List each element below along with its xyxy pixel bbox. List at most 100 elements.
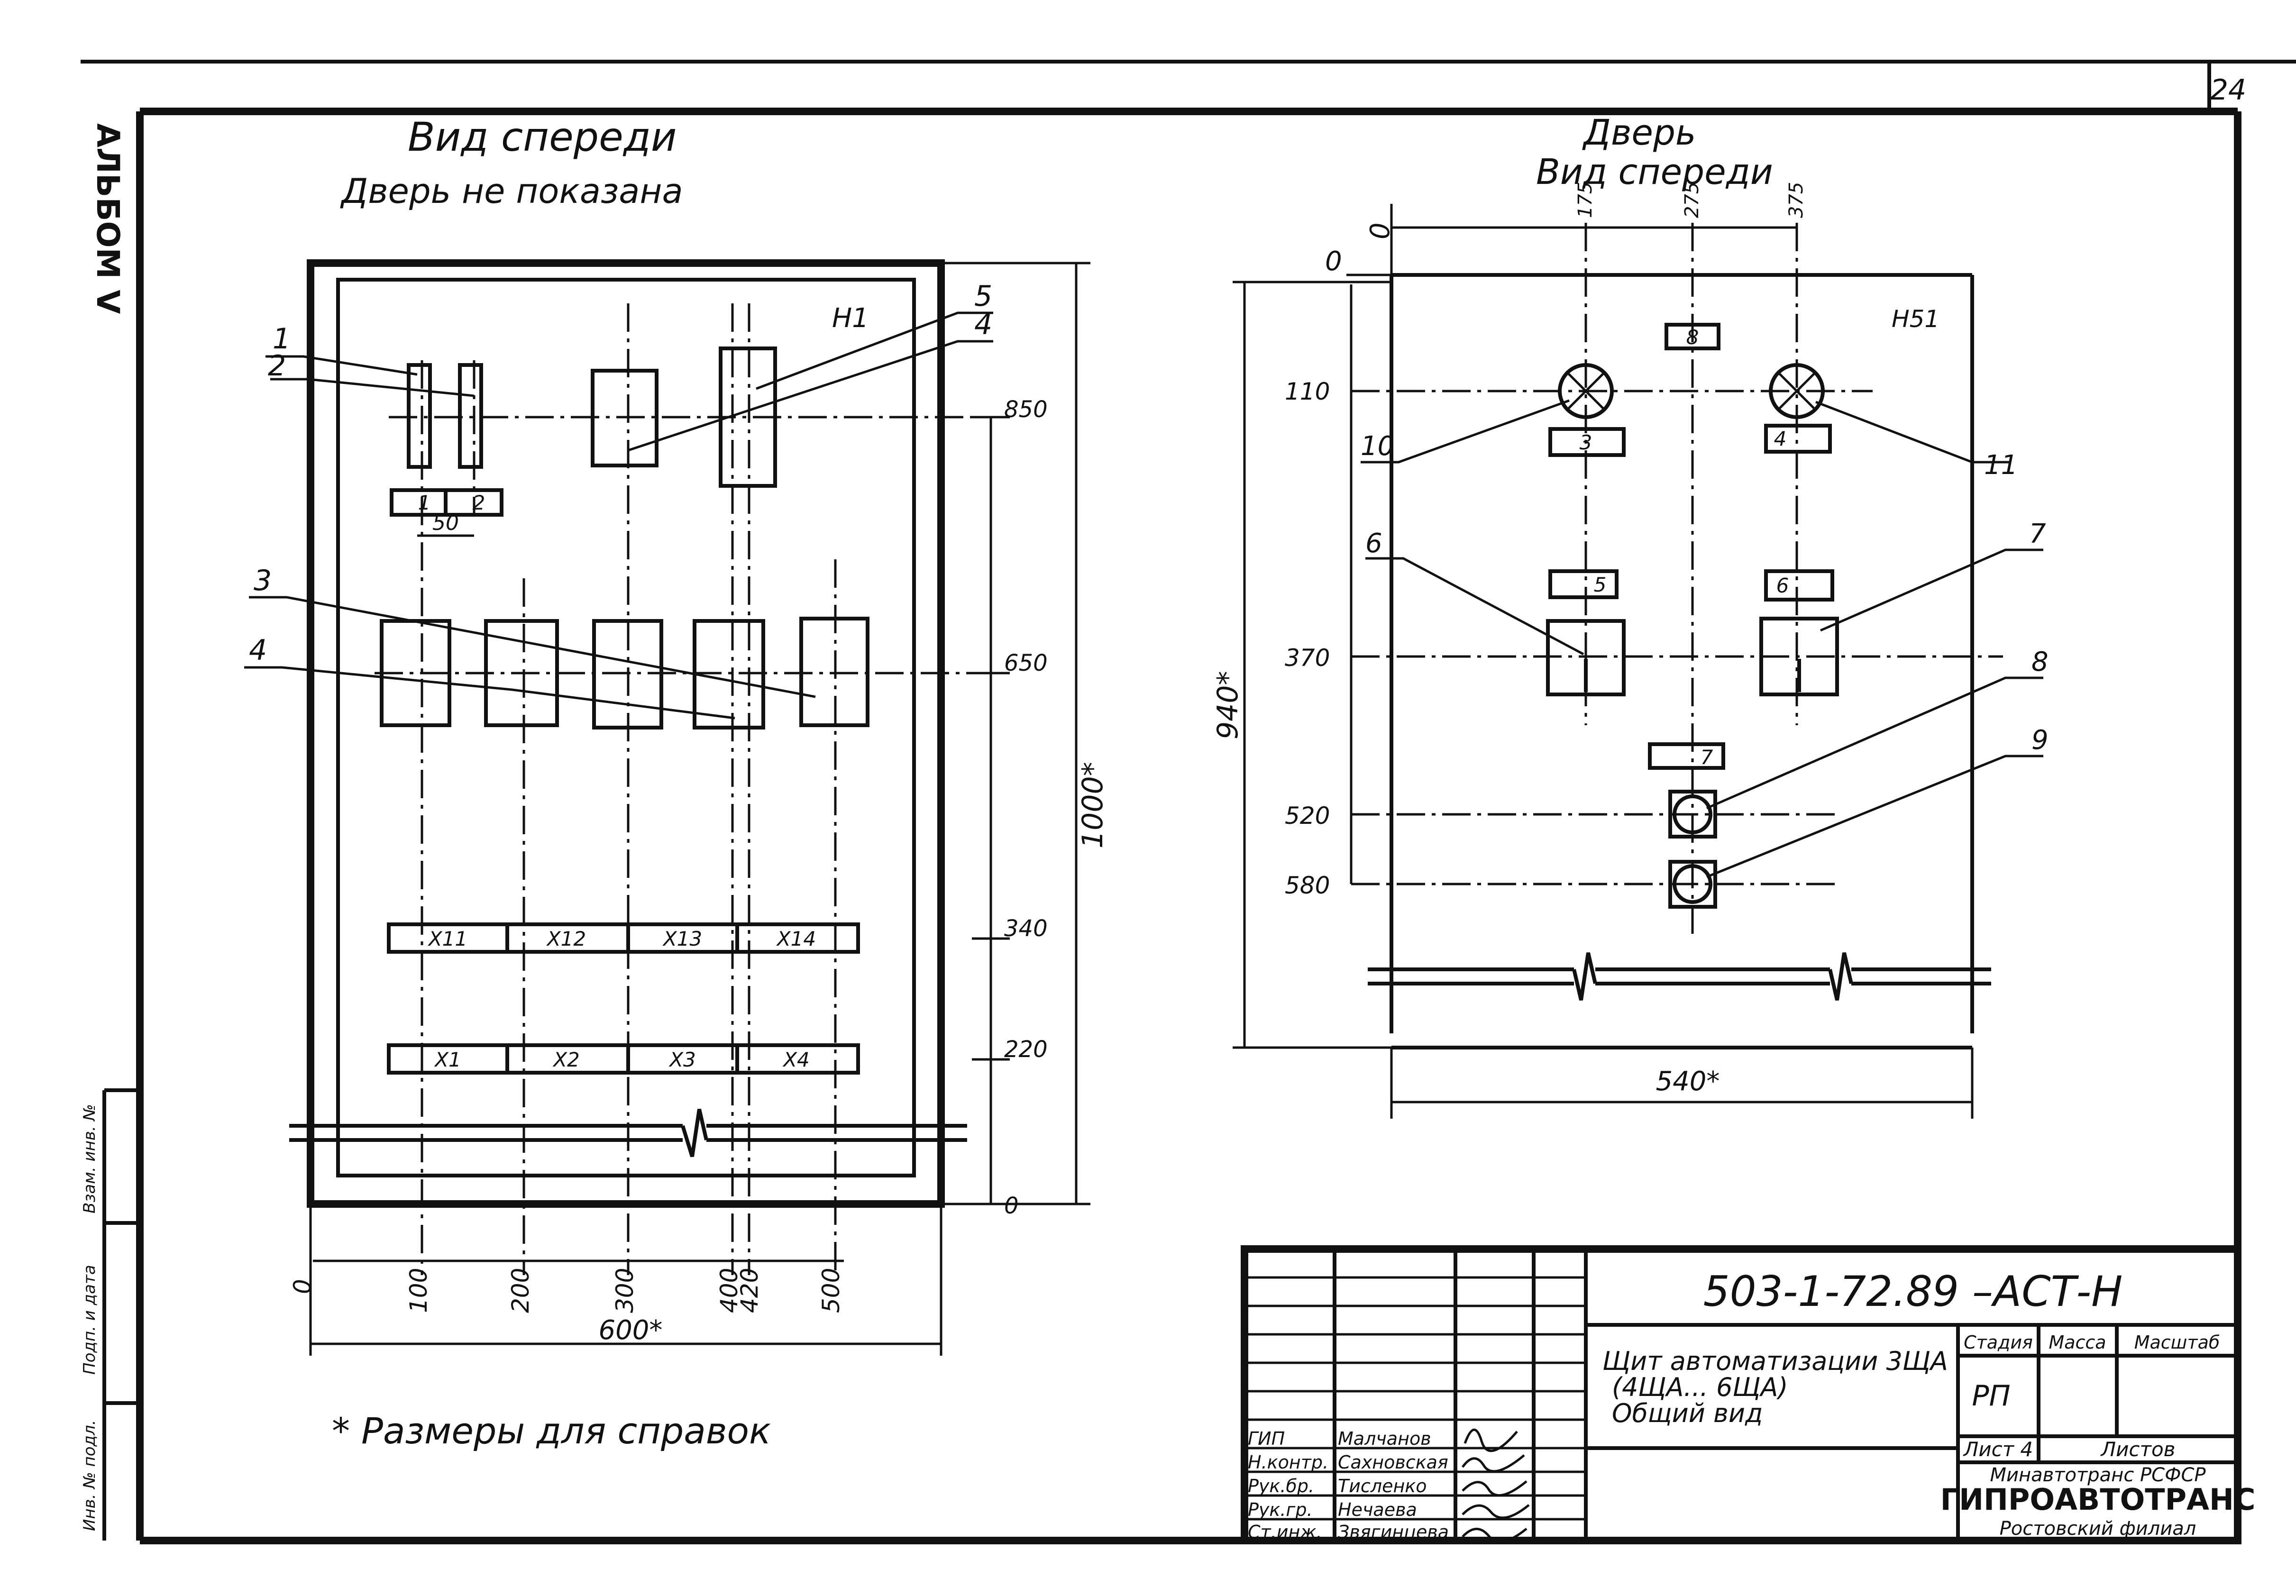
- leader-4: [244, 666, 735, 720]
- signature-4: [1462, 1504, 1530, 1519]
- strip-field-1: Взам. инв. №: [80, 1104, 99, 1213]
- role-rukbr: Рук.бр.: [1248, 1476, 1314, 1496]
- small-label-1: 1: [418, 491, 431, 514]
- sheet-number: 24: [2210, 73, 2246, 107]
- door-label-3: [1548, 427, 1626, 457]
- device-2: [458, 363, 483, 469]
- dim-850: 850: [1004, 396, 1048, 423]
- right-panel-code: Н51: [1892, 305, 1939, 333]
- break-zigzag-1: [681, 1109, 708, 1158]
- head-mass: Масса: [2049, 1332, 2106, 1353]
- door-label-7: [1648, 742, 1725, 770]
- terminal-x4: Х4: [782, 1048, 810, 1071]
- dim-220: 220: [1004, 1036, 1048, 1063]
- door-dim-580: 580: [1285, 872, 1330, 899]
- lamp-10: [1558, 363, 1614, 419]
- terminal-x2: Х2: [552, 1048, 580, 1071]
- right-view-title: Дверь: [1582, 112, 1696, 153]
- left-view: Вид спереди Дверь не показана Н1 1 2: [244, 114, 1109, 1452]
- door-dim-370: 370: [1285, 644, 1330, 672]
- button-8: [1668, 790, 1717, 839]
- door-dim-275: 275: [1681, 182, 1703, 218]
- door-dim-175: 175: [1574, 182, 1596, 218]
- leader-8: [1706, 676, 2043, 810]
- org-line-2: ГИПРОАВТОТРАНС: [1940, 1482, 2256, 1517]
- callout-10: 10: [1361, 431, 1394, 462]
- door-label-5-text: 5: [1594, 573, 1607, 596]
- leader-7: [1820, 548, 2043, 632]
- device-5: [719, 347, 777, 488]
- right-view-subtitle: Вид спереди: [1536, 152, 1773, 192]
- sheets-label: Листов: [2100, 1438, 2176, 1461]
- door-label-8: [1665, 323, 1720, 350]
- door-dim-520: 520: [1285, 802, 1330, 830]
- callout-2: 2: [268, 349, 286, 383]
- door-label-6: [1764, 569, 1834, 602]
- terminal-x3: Х3: [668, 1048, 696, 1071]
- door-label-4: [1764, 424, 1832, 454]
- callout-6: 6: [1365, 528, 1382, 559]
- dim-650: 650: [1004, 650, 1048, 676]
- callout-5: 5: [974, 280, 992, 313]
- doc-title-3: Общий вид: [1612, 1398, 1763, 1428]
- dim-340: 340: [1004, 915, 1048, 942]
- leader-1: [265, 355, 418, 376]
- doc-title-2: (4ЩА... 6ЩА): [1612, 1372, 1788, 1402]
- signature-1: [1464, 1428, 1518, 1452]
- cabinet-inner: [336, 278, 916, 1177]
- leader-9: [1706, 755, 2043, 878]
- head-scale: Масштаб: [2134, 1332, 2220, 1353]
- door-break-zig-2: [1828, 952, 1853, 1001]
- left-panel-code: Н1: [832, 303, 869, 334]
- device-row2-3: [592, 619, 663, 730]
- leader-2: [270, 378, 475, 397]
- strip-field-3: Инв. № подл.: [80, 1420, 99, 1531]
- name-4: Нечаева: [1338, 1499, 1417, 1520]
- signature-2: [1461, 1454, 1525, 1473]
- height-dim-1000: 1000*: [1076, 762, 1109, 848]
- head-stage: Стадия: [1964, 1332, 2033, 1353]
- door-width-540: 540*: [1656, 1066, 1720, 1097]
- door-label-5: [1548, 569, 1619, 599]
- dim-50: 50: [432, 511, 459, 535]
- right-view: Дверь Вид спереди Н51 0 175 275 375: [1211, 112, 2049, 1119]
- dim-0: 0: [1004, 1193, 1019, 1219]
- bottom-dim-100: 100: [405, 1268, 432, 1313]
- leader-6: [1365, 557, 1584, 656]
- role-nkontr: Н.контр.: [1248, 1452, 1328, 1473]
- left-view-subtitle: Дверь не показана: [340, 171, 683, 211]
- terminal-x14: Х14: [776, 927, 816, 950]
- terminal-strip-upper: Х11 Х12 Х13 Х14: [387, 922, 860, 954]
- device-row2-2: [484, 619, 559, 727]
- cabinet-outer: [307, 259, 945, 1208]
- switch-6: [1546, 619, 1626, 696]
- callout-7: 7: [2029, 519, 2046, 549]
- callout-3: 3: [254, 564, 272, 597]
- leader-3: [249, 596, 816, 698]
- device-4-top: [591, 369, 659, 467]
- name-2: Сахновская: [1338, 1452, 1448, 1473]
- door-dim-110: 110: [1285, 378, 1330, 405]
- doc-title-1: Щит автоматизации 3ЩА: [1602, 1346, 1948, 1376]
- device-row2-5: [799, 617, 869, 727]
- role-rukgr: Рук.гр.: [1248, 1499, 1313, 1520]
- bottom-dim-0: 0: [289, 1279, 316, 1294]
- lamp-11: [1769, 363, 1825, 419]
- stage-value: РП: [1972, 1379, 2010, 1413]
- role-stinzh: Ст.инж.: [1248, 1522, 1322, 1542]
- door-break-zig-1: [1572, 952, 1597, 1001]
- door-label-8-text: 8: [1686, 326, 1699, 349]
- door-label-6-text: 6: [1776, 574, 1789, 597]
- org-line-3: Ростовский филиал: [2000, 1518, 2196, 1540]
- door-dim-0-left: 0: [1325, 246, 1342, 277]
- leader-5: [756, 311, 993, 390]
- title-block-border: [1241, 1245, 2241, 1544]
- org-line-1: Минавтотранс РСФСР: [1990, 1464, 2206, 1486]
- door-label-4-text: 4: [1774, 427, 1787, 450]
- door-dim-0-top: 0: [1365, 222, 1396, 239]
- callout-4-left: 4: [249, 634, 267, 667]
- bottom-dim-300: 300: [611, 1268, 639, 1313]
- callout-4-top: 4: [974, 308, 992, 341]
- switch-7: [1759, 617, 1839, 696]
